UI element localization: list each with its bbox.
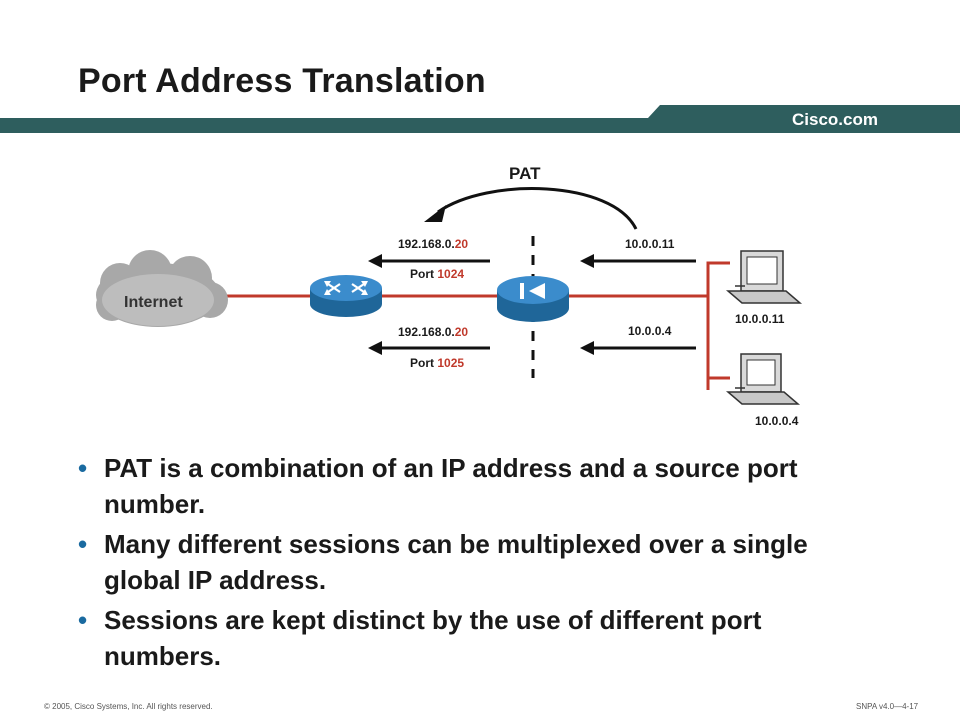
computer-icon [725,353,801,405]
bullet-list: •PAT is a combination of an IP address a… [78,450,878,678]
bullet-dot: • [78,605,88,635]
outside-ip-2: 192.168.0.20 [398,325,468,339]
footer-version: SNPA v4.0—4-17 [856,702,919,711]
inside-ip-1: 10.0.0.11 [625,237,675,251]
outside-ip-1: 192.168.0.20 [398,237,468,251]
link-host-top [706,261,730,390]
bullet-dot: • [78,453,88,483]
internet-label: Internet [124,294,183,311]
header-bar [0,105,960,133]
outside-port-2: Port 1025 [410,356,464,370]
cloud-icon [96,250,228,327]
page-title: Port Address Translation [78,62,486,100]
host-label-1: 10.0.0.11 [735,312,785,326]
computer-icon [725,250,803,304]
pat-translation-arrow [437,187,638,230]
pat-device-icon [497,276,569,322]
inside-arrowhead-1 [580,254,594,268]
bullet-item: •Many different sessions can be multiple… [78,526,878,598]
bullet-dot: • [78,529,88,559]
pat-arrowhead [424,205,446,222]
bullet-item: •PAT is a combination of an IP address a… [78,450,878,522]
host-label-2: 10.0.0.4 [755,414,799,428]
footer-copyright: © 2005, Cisco Systems, Inc. All rights r… [44,702,213,711]
outside-arrowhead-2 [368,341,382,355]
pat-label: PAT [509,164,541,183]
inside-arrowhead-2 [580,341,594,355]
bullet-item: •Sessions are kept distinct by the use o… [78,602,878,674]
outside-arrowhead-1 [368,254,382,268]
outside-port-1: Port 1024 [410,267,464,281]
brand-logo[interactable]: Cisco.com [792,110,878,129]
inside-ip-2: 10.0.0.4 [628,324,672,338]
router-icon [310,275,382,317]
